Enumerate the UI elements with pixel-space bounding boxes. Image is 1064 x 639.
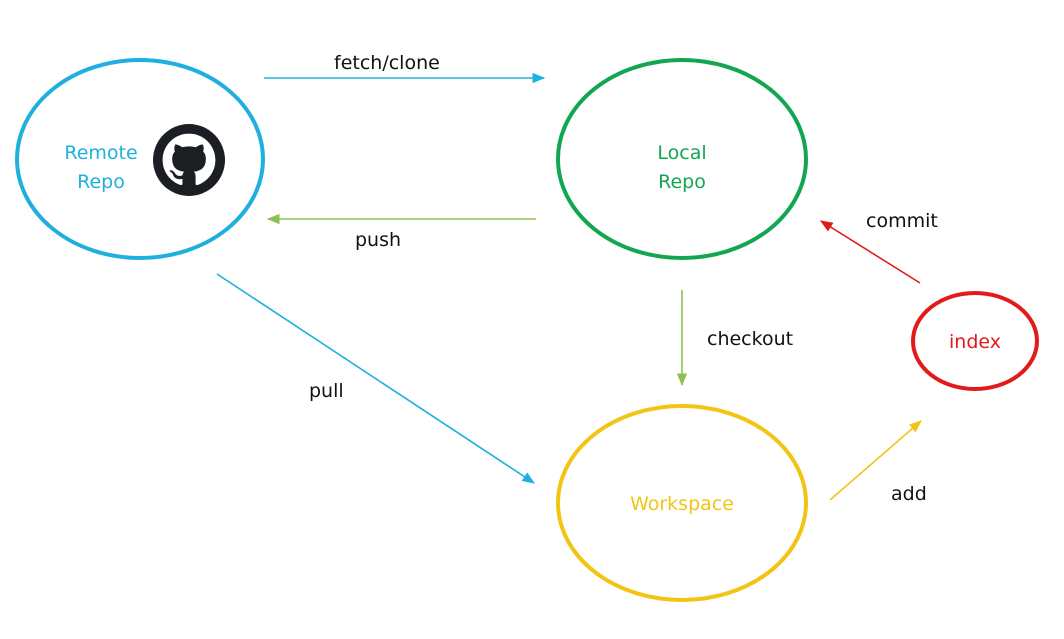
- github-icon: [153, 124, 225, 196]
- local-repo-ellipse: [556, 58, 808, 260]
- commit-label: commit: [866, 210, 938, 232]
- push-edge: push: [266, 213, 536, 251]
- remote-repo-node: Remote Repo: [15, 58, 265, 260]
- local-repo-node: Local Repo: [556, 58, 808, 260]
- add-label: add: [891, 483, 927, 505]
- index-ellipse: [911, 291, 1039, 391]
- fetch-clone-edge: fetch/clone: [264, 52, 546, 84]
- remote-repo-label-line1: Remote: [64, 142, 137, 164]
- fetch-clone-label: fetch/clone: [334, 52, 440, 74]
- index-label: index: [949, 331, 1001, 353]
- pull-label: pull: [309, 380, 344, 402]
- checkout-label: checkout: [707, 328, 793, 350]
- commit-arrow: [819, 220, 921, 284]
- pull-edge: pull: [216, 273, 536, 484]
- remote-repo-ellipse: [15, 58, 265, 260]
- add-arrow: [829, 420, 922, 501]
- workspace-ellipse: [556, 404, 808, 602]
- checkout-edge: checkout: [676, 290, 793, 387]
- remote-repo-label-line2: Repo: [77, 171, 125, 193]
- pull-arrow: [216, 273, 536, 484]
- commit-edge: commit: [819, 210, 938, 284]
- local-repo-label-line2: Repo: [658, 171, 706, 193]
- index-node: index: [911, 291, 1039, 391]
- push-label: push: [355, 229, 401, 251]
- workspace-label: Workspace: [630, 493, 734, 515]
- add-edge: add: [829, 420, 927, 505]
- local-repo-label-line1: Local: [657, 142, 706, 164]
- workspace-node: Workspace: [556, 404, 808, 602]
